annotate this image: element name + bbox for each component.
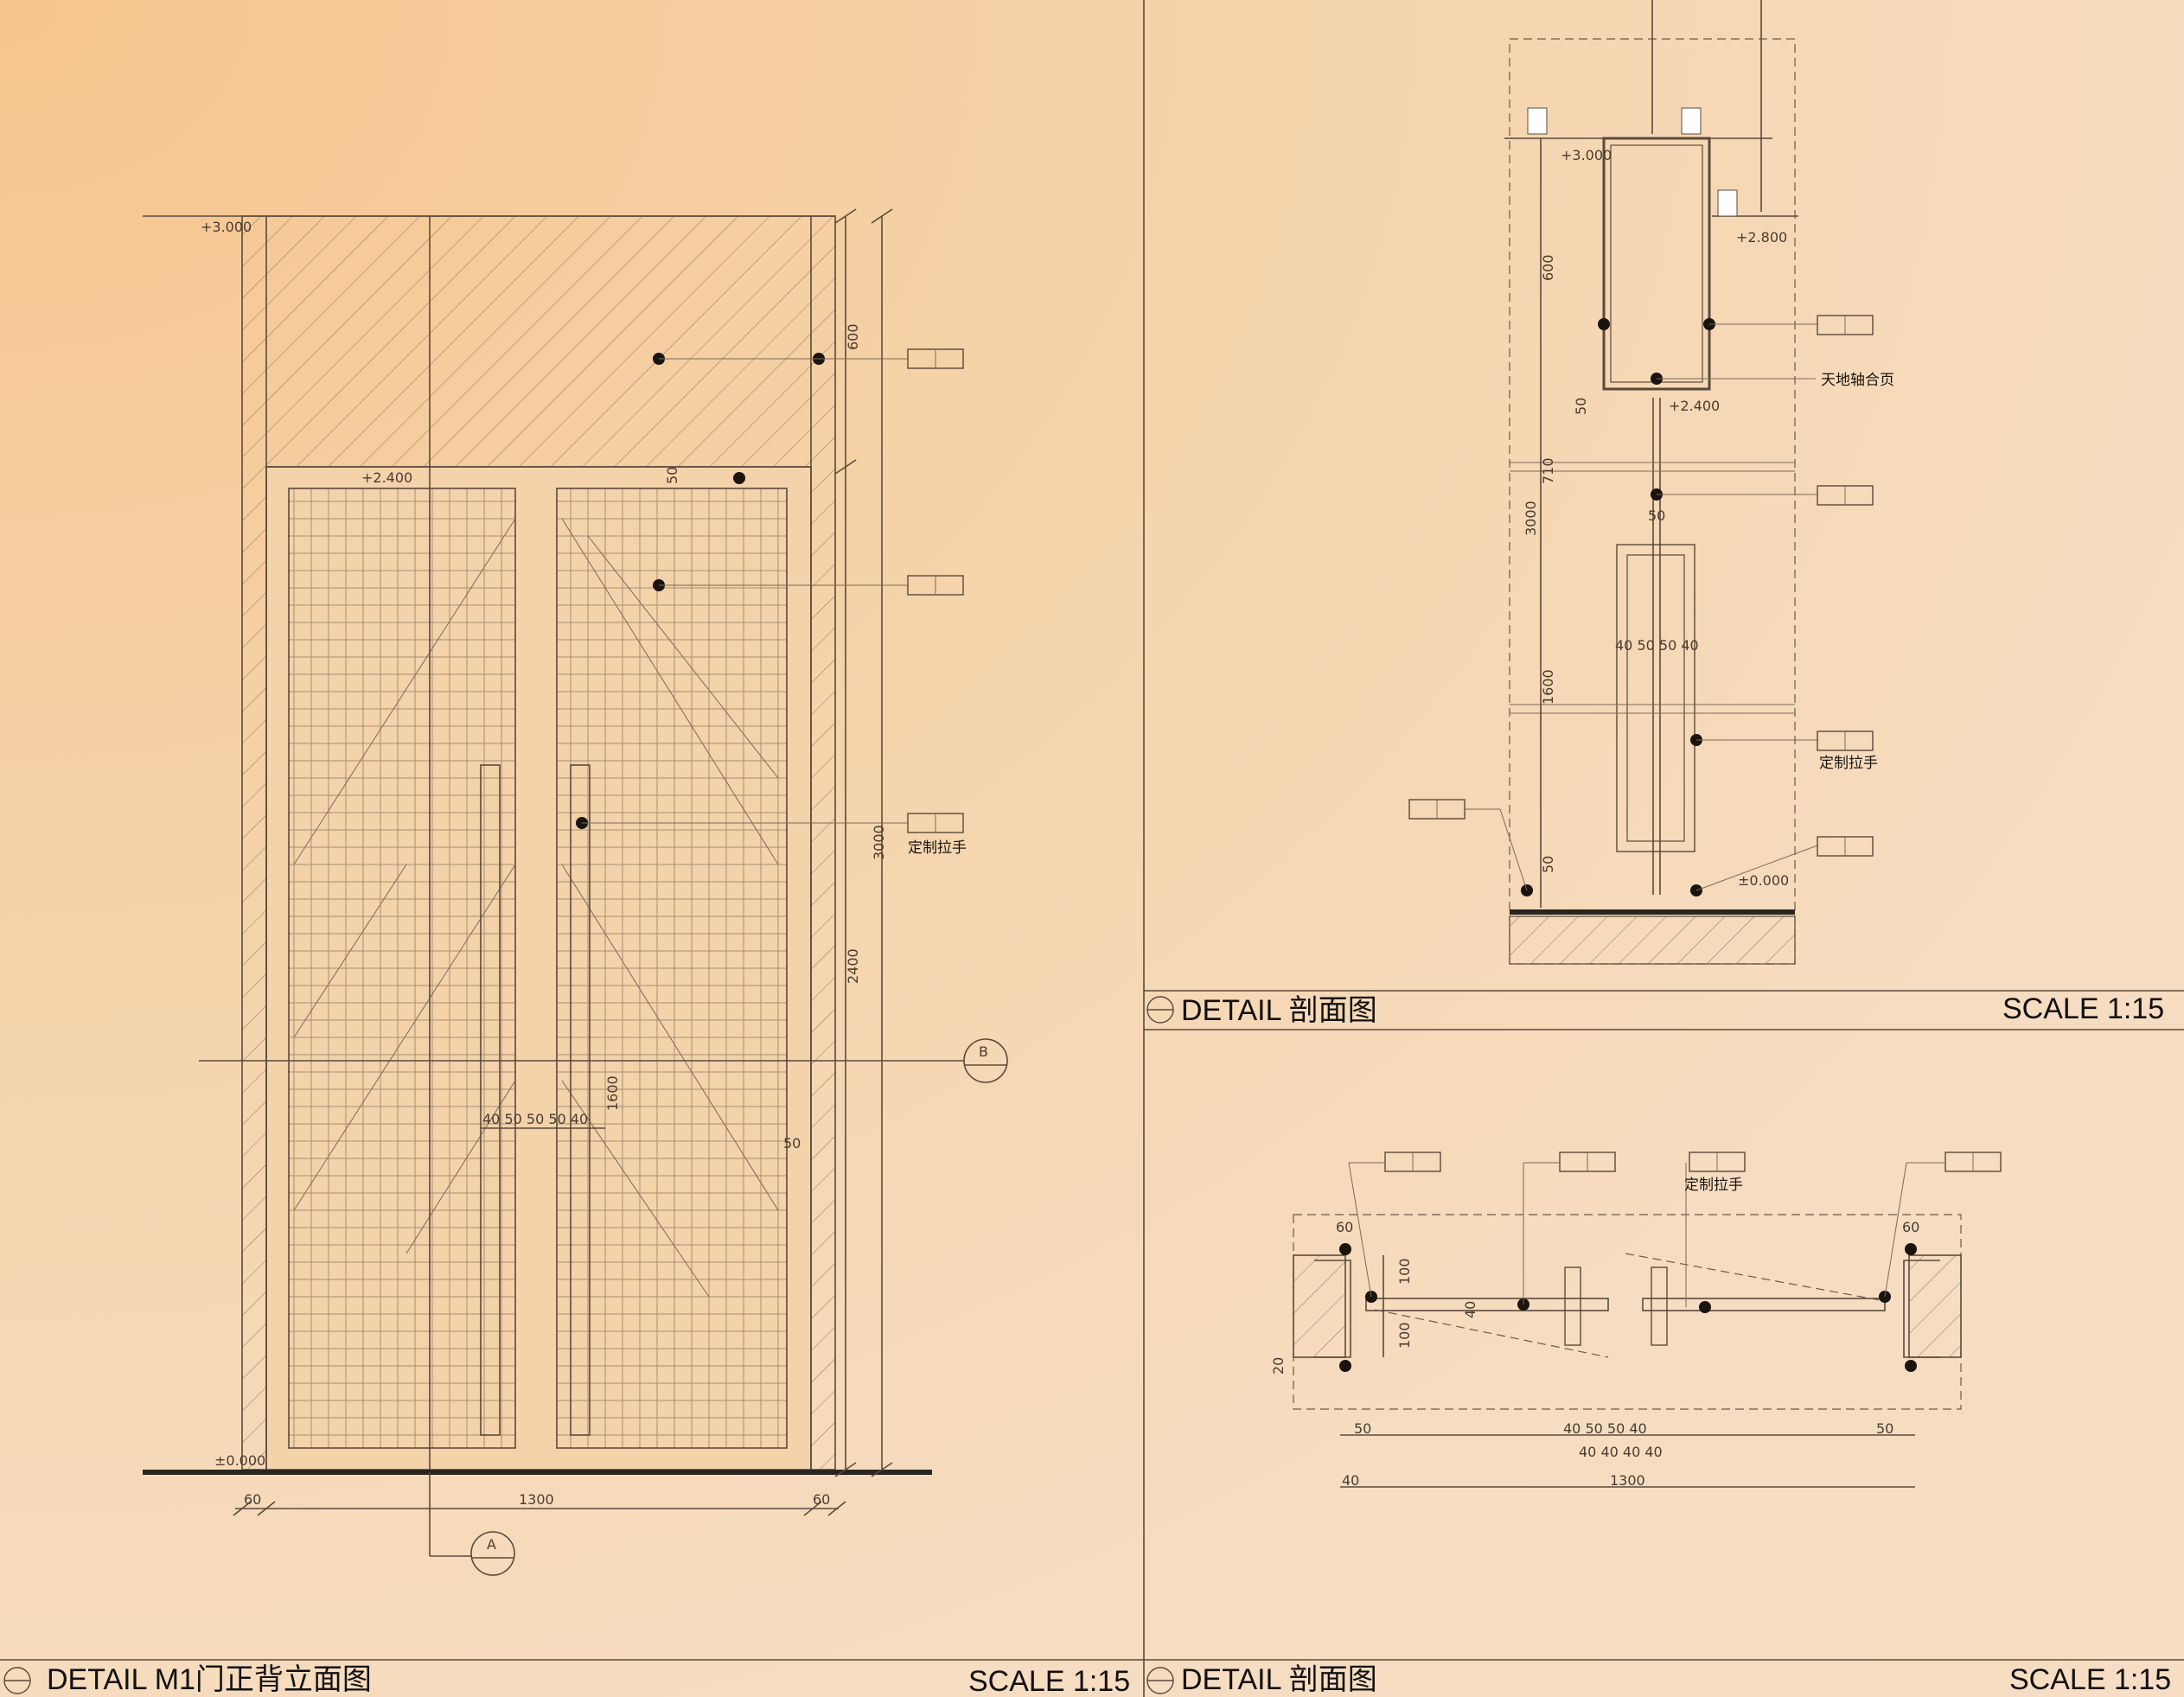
hs-dim-right-60: 60 [1902, 1219, 1919, 1235]
section-h-title: DETAIL 剖面图 [1181, 1663, 1377, 1696]
elevation-drawing: +3.000 +2.400 ±0.000 600 3000 2400 1600 … [143, 208, 1008, 1576]
title-section-v: DETAIL 剖面图 SCALE 1:15 [1146, 992, 2164, 1027]
hs-dim-width: 1300 [1610, 1472, 1645, 1489]
hs-dim-100a: 100 [1396, 1258, 1413, 1285]
dim-gap: 50 [664, 467, 680, 484]
left-door-leaf [288, 488, 516, 1449]
hs-dim-40b: 40 [1342, 1472, 1359, 1489]
vertical-section-drawing: +3.000 +2.800 +2.400 ±0.000 600 50 710 3… [1408, 0, 1894, 965]
vs-dim-b: 50 [1573, 398, 1589, 415]
vs-dim-a: 600 [1540, 254, 1556, 281]
hs-dim-mid-row: 40 50 50 40 [1563, 1420, 1647, 1437]
right-handle [570, 764, 591, 1436]
soffit-box [1602, 137, 1711, 391]
right-door-leaf [556, 488, 788, 1449]
hs-dim-right-50: 50 [1876, 1420, 1893, 1437]
dim-width: 1300 [519, 1491, 554, 1508]
dim-overall: 3000 [871, 825, 887, 860]
title-elevation: DETAIL M1门正背立面图 SCALE 1:15 [3, 1663, 1130, 1697]
vs-level-ceiling: +3.000 [1561, 147, 1612, 163]
vs-dim-e: 1600 [1540, 669, 1556, 705]
callout-handle-label: 定制拉手 [908, 839, 967, 857]
vs-dim-g: 50 [1540, 856, 1556, 873]
vs-dim-handle-row: 40 50 50 40 [1615, 637, 1699, 654]
section-v-scale: SCALE 1:15 [2002, 992, 2164, 1025]
dim-right-frame: 60 [813, 1491, 830, 1508]
level-top: +3.000 [201, 219, 252, 235]
dim-handle-row: 40 50 50 50 40 [482, 1111, 588, 1127]
level-door-head: +2.400 [361, 469, 412, 486]
elevation-scale: SCALE 1:15 [968, 1665, 1130, 1697]
elevation-title: DETAIL M1门正背立面图 [47, 1663, 372, 1696]
section-mark-b: B [979, 1043, 988, 1060]
title-section-h: DETAIL 剖面图 SCALE 1:15 [1146, 1663, 2171, 1696]
vs-level-floor: ±0.000 [1738, 872, 1789, 889]
left-handle [480, 764, 501, 1436]
vs-dim-f: 50 [1648, 507, 1665, 524]
vs-callout-hinge: 天地轴合页 [1821, 372, 1894, 389]
vs-callout-handle: 定制拉手 [1819, 755, 1878, 772]
section-b-marker [963, 1038, 1008, 1083]
dim-side: 50 [783, 1135, 801, 1152]
vs-level-head: +2.400 [1669, 398, 1720, 414]
horizontal-section-drawing: 定制拉手 60 60 50 50 1300 40 50 50 40 40 40 … [1270, 1152, 2002, 1489]
vs-level-subceiling: +2.800 [1736, 229, 1787, 246]
vs-dim-d: 3000 [1523, 501, 1539, 536]
dim-upper: 600 [845, 323, 861, 350]
dim-lower: 2400 [845, 948, 861, 984]
section-h-scale: SCALE 1:15 [2009, 1663, 2171, 1696]
dim-left-frame: 60 [244, 1491, 261, 1508]
hs-callout-handle: 定制拉手 [1684, 1177, 1743, 1194]
section-v-title: DETAIL 剖面图 [1181, 994, 1377, 1027]
hs-dim-20: 20 [1270, 1357, 1287, 1375]
hs-dim-40: 40 [1462, 1301, 1478, 1318]
dim-handle: 1600 [604, 1075, 621, 1111]
section-a-marker [470, 1531, 515, 1576]
vs-dim-c: 710 [1540, 457, 1556, 484]
level-floor: ±0.000 [214, 1452, 265, 1469]
hs-dim-left-60: 60 [1336, 1219, 1353, 1235]
hs-dim-left-50: 50 [1354, 1420, 1371, 1437]
section-mark-a: A [487, 1536, 496, 1553]
hs-dim-mid-row2: 40 40 40 40 [1579, 1444, 1663, 1460]
hs-dim-100b: 100 [1396, 1322, 1413, 1349]
